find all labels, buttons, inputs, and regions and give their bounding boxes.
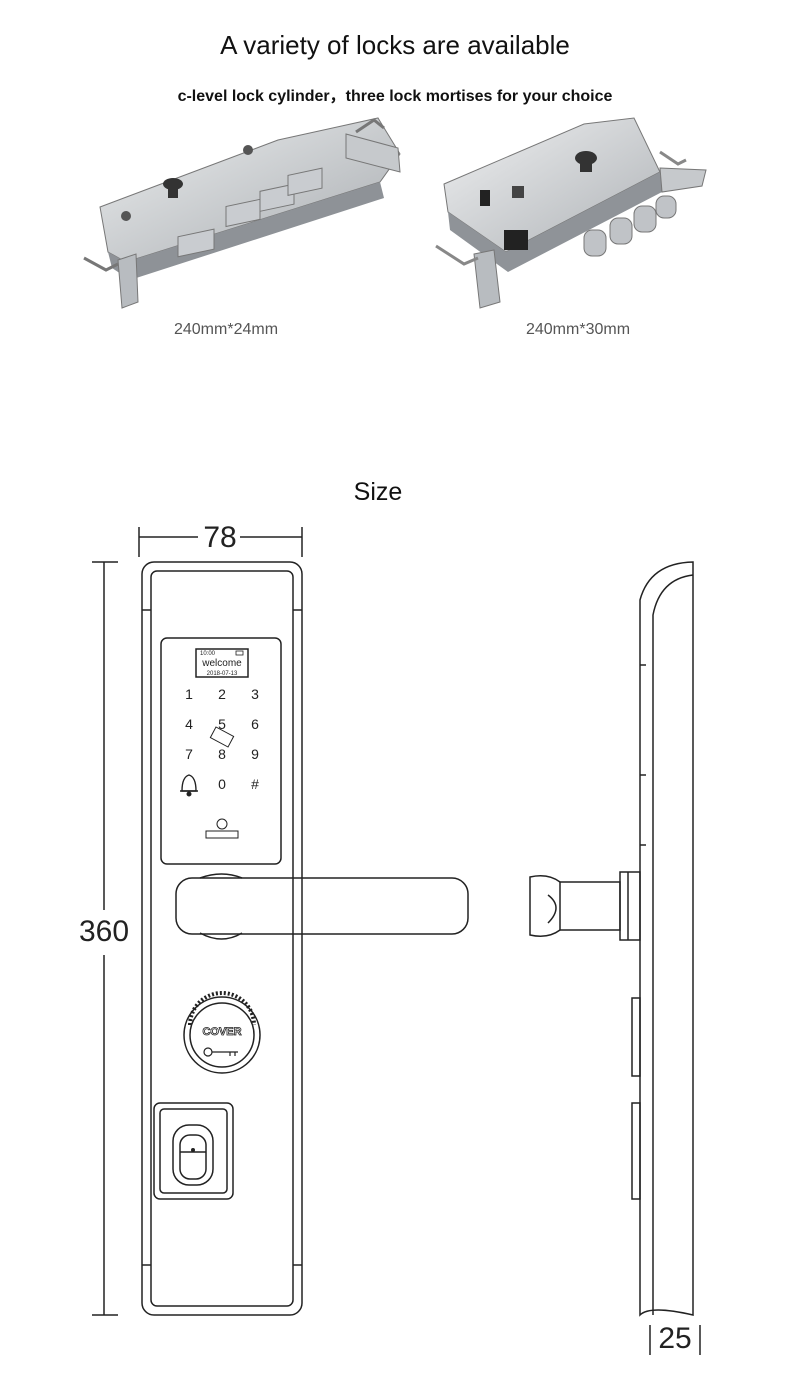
card-icon — [209, 726, 235, 748]
lock-handle-front — [175, 877, 469, 935]
height-dimension-label: 360 — [79, 915, 129, 948]
lock-screen — [195, 648, 249, 678]
width-dimension-label: 78 — [203, 521, 236, 554]
key-1[interactable]: 1 — [185, 686, 193, 702]
mortise-lock-24mm-image — [83, 117, 401, 309]
cover-disk — [183, 996, 261, 1074]
screen-date: 2018-07-13 — [207, 671, 238, 677]
key-8[interactable]: 8 — [218, 746, 226, 762]
lock-side-panel — [639, 561, 694, 1317]
mortise-caption-2: 240mm*30mm — [525, 321, 631, 338]
key-3[interactable]: 3 — [251, 686, 259, 702]
lock-handle-side — [529, 875, 561, 937]
key-2[interactable]: 2 — [218, 686, 226, 702]
cover-ring-text-icon — [188, 991, 256, 1026]
key-4[interactable]: 4 — [185, 716, 193, 732]
screen-welcome-text: welcome — [201, 658, 242, 669]
screen-time: 10:00 — [200, 651, 216, 657]
key-0[interactable]: 0 — [218, 776, 226, 792]
size-technical-drawing: 78 360 25 10:00 welcome 2018-07-13 1 2 3… — [79, 521, 701, 1355]
battery-icon — [235, 650, 244, 656]
size-section-title: Size — [353, 478, 403, 506]
doorbell-icon[interactable] — [180, 774, 198, 797]
mortise-lock-30mm-image — [435, 117, 707, 309]
key-5[interactable]: 5 — [218, 716, 226, 732]
page-subtitle: c-level lock cylinder，three lock mortise… — [177, 88, 613, 105]
lock-front-panel — [141, 561, 303, 1316]
fingerprint-indicator-icon — [191, 1148, 195, 1152]
cover-label: COVER — [202, 1026, 241, 1038]
key-9[interactable]: 9 — [251, 746, 259, 762]
key-icon — [203, 1047, 238, 1057]
key-6[interactable]: 6 — [251, 716, 259, 732]
brand-logo-icon — [205, 818, 239, 839]
fingerprint-reader — [153, 1102, 234, 1200]
key-hash[interactable]: # — [251, 776, 259, 792]
mortise-caption-1: 240mm*24mm — [173, 321, 279, 338]
keypad-panel — [160, 637, 282, 865]
depth-dimension-label: 25 — [658, 1322, 691, 1355]
page-title: A variety of locks are available — [220, 30, 570, 60]
key-7[interactable]: 7 — [185, 746, 193, 762]
